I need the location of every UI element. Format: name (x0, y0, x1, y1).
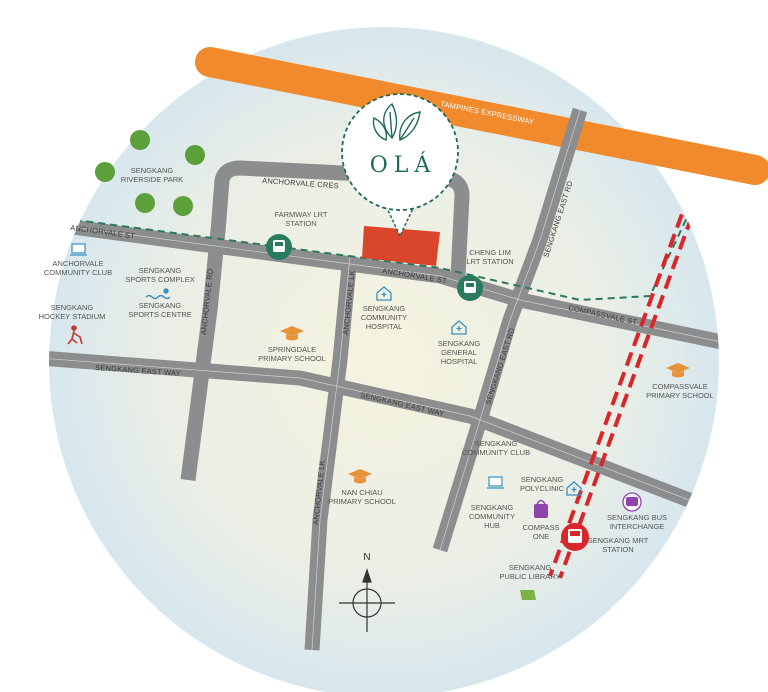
polyclinic-icon (566, 481, 582, 496)
site-plot (362, 226, 440, 266)
road-anchorvale-rd (180, 229, 226, 481)
general-hospital-icon (451, 320, 467, 335)
community-hospital-icon (376, 286, 392, 301)
book-icon (520, 590, 536, 600)
bus-icon (622, 492, 642, 512)
swimming-icon (145, 288, 171, 300)
hockey-player-icon (67, 325, 83, 345)
compassvale-school-icon (666, 363, 690, 378)
nan-chiau-school-icon (348, 469, 372, 484)
cheng-lim-lrt-station-icon (457, 275, 483, 301)
shopping-bag-icon (534, 499, 548, 518)
tampines-expressway: TAMPINES EXPRESSWAY (195, 47, 768, 185)
mrt-station-icon (561, 523, 589, 551)
north-label: N (363, 552, 370, 563)
ola-logo-pin: OLÁ (341, 93, 459, 238)
springdale-school-icon (280, 326, 304, 341)
farmway-lrt-station-icon (266, 234, 292, 260)
sengkang-cc-icon (487, 476, 504, 489)
road-anchorvale-cres (210, 160, 470, 277)
ola-logo-text: OLÁ (370, 151, 437, 178)
leaves-icon (372, 102, 421, 141)
riverside-park-trees (95, 130, 205, 216)
anchorvale-cc-icon (70, 243, 87, 256)
compass-icon (339, 568, 395, 632)
